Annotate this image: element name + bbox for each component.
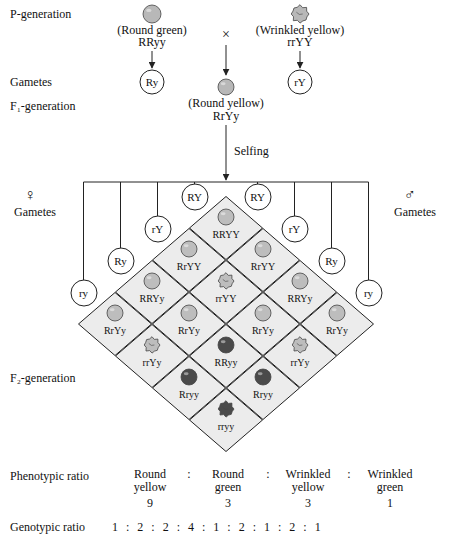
pea-icon: [218, 79, 234, 95]
gamete-circle: rY: [281, 215, 309, 243]
genotype-label: RrYy: [104, 325, 126, 337]
genotype-label: RrYY: [177, 261, 201, 273]
pea-icon: [181, 305, 197, 321]
gamete-circle: Ry: [107, 247, 135, 275]
gamete-circle: rY: [144, 215, 172, 243]
gamete-circle: RY: [244, 183, 272, 211]
pea-icon: [181, 369, 197, 385]
text-label: 9: [147, 497, 153, 510]
text-label: Wrinkled yellow: [280, 468, 336, 494]
pea-icon: [329, 305, 345, 321]
pea-icon: [218, 209, 234, 225]
text-label: (Round yellow): [188, 97, 264, 110]
genotype-label: RRYy: [287, 293, 312, 305]
gamete-label: rY: [289, 223, 301, 235]
gamete-label: rY: [152, 223, 164, 235]
text-label: 3: [305, 497, 311, 510]
text-label: F₁-generation: [10, 100, 76, 113]
text-label: rrYY: [287, 36, 312, 49]
gamete-label: ry: [79, 287, 88, 299]
text-label: 3: [225, 497, 231, 510]
genotype-label: RrYY: [251, 261, 275, 273]
pea-icon: [292, 273, 308, 289]
pea-icon: [218, 337, 234, 353]
pea-icon: [291, 5, 309, 23]
genotype-label: RrYy: [252, 325, 274, 337]
genotype-label: RRyy: [215, 357, 238, 369]
genotype-label: rrYy: [143, 357, 162, 369]
text-label: RRyy: [138, 36, 166, 49]
pea-icon: [292, 337, 308, 353]
text-label: :: [187, 468, 190, 481]
pea-icon: [144, 273, 160, 289]
pea-icon: [143, 5, 161, 23]
gamete-circle: Ry: [139, 69, 165, 95]
genotype-label: RRYy: [139, 293, 164, 305]
pea-icon: [107, 305, 123, 321]
gamete-label: Ry: [114, 255, 126, 267]
gamete-label: rY: [294, 76, 306, 88]
genotype-label: RrYy: [326, 325, 348, 337]
text-label: Round green: [201, 468, 255, 494]
text-label: :: [266, 468, 269, 481]
cell-diamond: [189, 388, 263, 452]
gamete-label: Ry: [146, 76, 158, 88]
gamete-circle: rY: [287, 69, 313, 95]
gamete-label: RY: [250, 191, 265, 203]
text-label: RrYy: [213, 110, 240, 123]
genotype-label: Rryy: [253, 389, 273, 401]
gamete-circle: ry: [70, 279, 98, 307]
genotype-label: rrYY: [215, 293, 236, 305]
text-label: 1: [387, 497, 393, 510]
text-label: P-generation: [10, 8, 71, 21]
text-label: Round yellow: [123, 468, 177, 494]
text-label: Gametes: [10, 76, 52, 89]
gamete-circle: Ry: [318, 247, 346, 275]
punnett-cell: rryy: [189, 388, 263, 452]
text-label: Phenotypic ratio: [10, 470, 89, 483]
gamete-circle: ry: [355, 279, 383, 307]
gamete-circle: RY: [181, 183, 209, 211]
text-label: :: [347, 468, 350, 481]
genotype-label: rrYy: [291, 357, 310, 369]
genotype-label: Rryy: [179, 389, 199, 401]
pea-icon: [144, 337, 160, 353]
text-label: Genotypic ratio: [10, 521, 85, 534]
genotype-label: RrYy: [178, 325, 200, 337]
gamete-label: RY: [187, 191, 202, 203]
pea-icon: [255, 305, 271, 321]
text-label: Gametes: [394, 206, 436, 219]
text-label: Wrinkled green: [362, 468, 418, 494]
text-label: ♂: [404, 186, 416, 204]
genotype-label: rryy: [218, 421, 235, 433]
text-label: ♀: [24, 186, 36, 204]
text-label: 1 : 2 : 2 : 4 : 1 : 2 : 1 : 2 : 1: [112, 521, 321, 534]
text-label: F₂-generation: [10, 372, 76, 385]
text-label: ×: [222, 27, 230, 43]
pea-icon: [218, 401, 234, 417]
text-label: Selfing: [234, 145, 269, 158]
pea-icon: [181, 241, 197, 257]
text-label: Gametes: [14, 206, 56, 219]
pea-icon: [255, 241, 271, 257]
pea-icon: [255, 369, 271, 385]
genotype-label: RRYY: [212, 229, 239, 241]
gamete-label: Ry: [325, 255, 337, 267]
gamete-label: ry: [364, 287, 373, 299]
pea-icon: [218, 273, 234, 289]
